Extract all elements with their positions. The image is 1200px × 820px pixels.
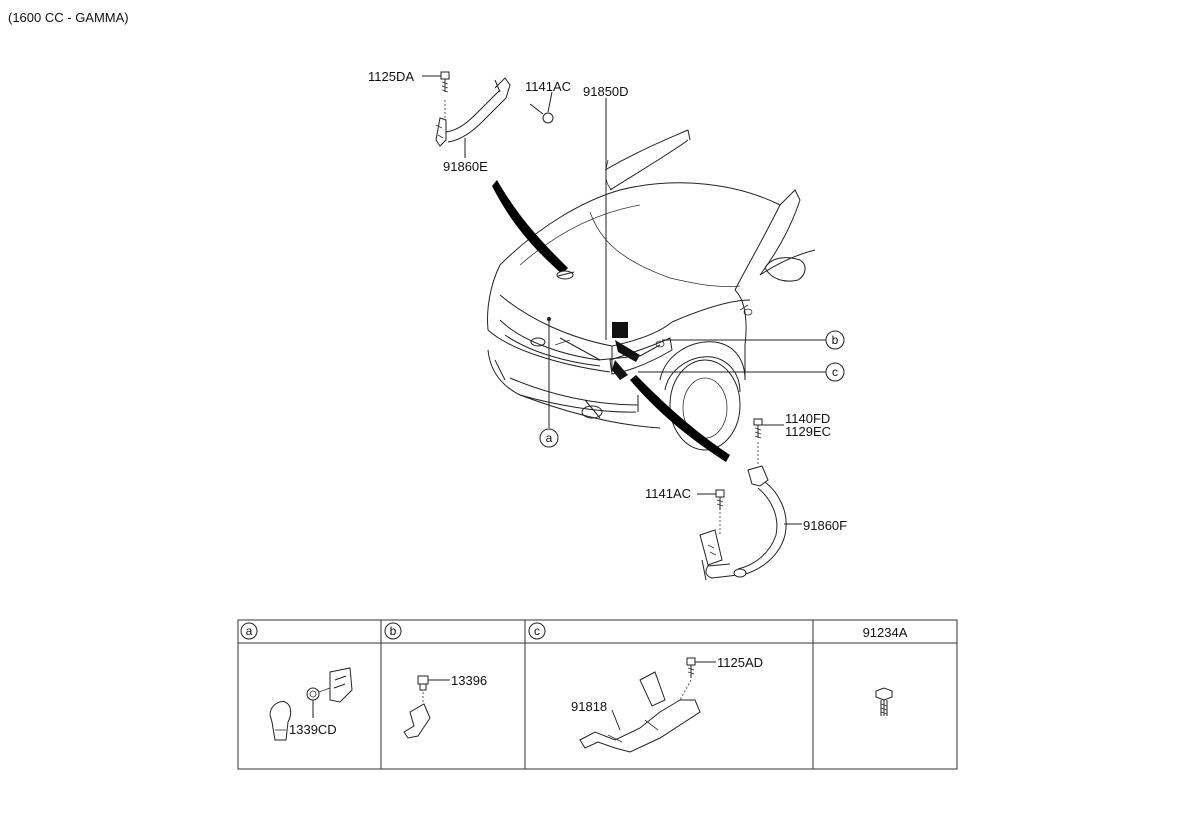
nut-1141ac-top <box>542 112 554 124</box>
part-13396-label: 13396 <box>451 673 487 688</box>
bolt-1125da <box>440 71 450 80</box>
callout-1129ec: 1129EC <box>785 424 831 439</box>
callout-1141ac-bottom: 1141AC <box>645 486 691 501</box>
leader-1141ac-top <box>547 91 553 113</box>
table-header-b-circle <box>384 622 402 640</box>
callout-91850d: 91850D <box>583 84 629 99</box>
callout-1141ac-top: 1141AC <box>525 79 571 94</box>
marker-b <box>825 330 845 350</box>
cable-91860e <box>435 77 511 147</box>
table-header-a: a <box>246 624 253 638</box>
marker-a-label: a <box>546 431 553 445</box>
table-header-a-circle <box>240 622 258 640</box>
harness-91850d <box>554 322 665 380</box>
bolt-1140fd <box>753 418 763 426</box>
cable-91860f <box>699 465 787 581</box>
engine-note: (1600 CC - GAMMA) <box>8 10 129 25</box>
table-header-91234a: 91234A <box>863 625 908 640</box>
table-header-b: b <box>390 624 397 638</box>
parts-table <box>237 619 958 770</box>
marker-c <box>825 362 845 382</box>
table-header-c-circle <box>528 622 546 640</box>
bolt-1141ac-bottom <box>715 489 725 498</box>
part-91234a-bolt-icon <box>875 687 893 716</box>
callout-91860e: 91860E <box>443 159 488 174</box>
part-91818-label: 91818 <box>571 699 607 714</box>
part-1339cd-illustration <box>269 667 353 741</box>
harness-sweep-upper <box>492 180 568 274</box>
marker-a <box>539 428 559 448</box>
part-91818-illustration <box>579 657 716 753</box>
part-13396-illustration <box>403 675 450 739</box>
table-header-c: c <box>534 624 540 638</box>
part-1125ad-label: 1125AD <box>717 655 763 670</box>
marker-b-label: b <box>832 333 839 347</box>
callout-1125da: 1125DA <box>368 69 414 84</box>
harness-sweep-lower <box>630 375 730 462</box>
callout-1140fd: 1140FD <box>785 411 830 426</box>
part-1339cd-label: 1339CD <box>289 722 337 737</box>
marker-c-label: c <box>832 365 838 379</box>
callout-91860f: 91860F <box>803 518 847 533</box>
